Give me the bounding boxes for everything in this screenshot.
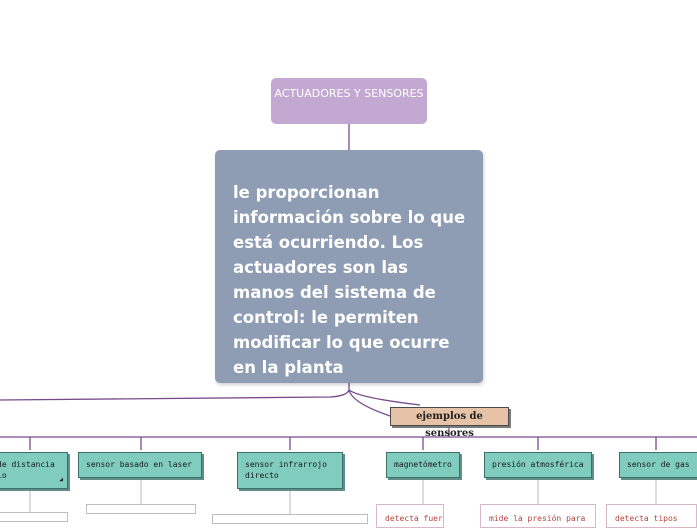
description-node[interactable]: le proporcionan información sobre lo que… bbox=[215, 150, 483, 383]
sensor-node-label: de distancia io bbox=[0, 460, 55, 480]
description-text: le proporcionan información sobre lo que… bbox=[233, 183, 466, 377]
detail-node-gas[interactable]: detecta tipos bbox=[606, 504, 697, 528]
detail-node-partial[interactable] bbox=[212, 514, 368, 524]
sensor-node-distancia[interactable]: de distancia io ◢ bbox=[0, 452, 68, 489]
detail-node-partial[interactable] bbox=[0, 512, 68, 522]
group-node-label: ejemplos de sensores bbox=[416, 411, 483, 439]
detail-node-presion[interactable]: mide la presión para bbox=[480, 504, 596, 528]
sensor-node-label: presión atmosférica bbox=[492, 460, 584, 469]
sensor-node-label: magnetómetro bbox=[394, 460, 452, 469]
detail-node-text: detecta fuerzas bbox=[385, 514, 443, 523]
sensor-node-label: sensor de gas bbox=[627, 460, 690, 469]
collapse-corner-icon: ◢ bbox=[59, 476, 63, 483]
sensor-node-infrarrojo[interactable]: sensor infrarrojo directo bbox=[237, 452, 343, 489]
detail-node-partial[interactable] bbox=[86, 504, 196, 514]
sensor-node-magnetometro[interactable]: magnetómetro bbox=[386, 452, 460, 478]
sensor-node-laser[interactable]: sensor basado en laser bbox=[78, 452, 202, 478]
root-node-actuadores-sensores[interactable]: ACTUADORES Y SENSORES bbox=[271, 78, 427, 124]
detail-node-text: detecta tipos bbox=[615, 514, 678, 523]
sensor-node-gas[interactable]: sensor de gas bbox=[619, 452, 697, 478]
sensor-node-presion-atmosferica[interactable]: presión atmosférica bbox=[484, 452, 592, 478]
detail-node-magnetometro[interactable]: detecta fuerzas bbox=[376, 504, 444, 528]
sensor-node-label: sensor basado en laser bbox=[86, 460, 192, 469]
group-node-ejemplos-sensores[interactable]: ejemplos de sensores bbox=[390, 407, 509, 439]
detail-node-text: mide la presión para bbox=[489, 514, 586, 523]
sensor-node-label: sensor infrarrojo directo bbox=[245, 460, 327, 480]
root-node-title: ACTUADORES Y SENSORES bbox=[274, 87, 424, 100]
